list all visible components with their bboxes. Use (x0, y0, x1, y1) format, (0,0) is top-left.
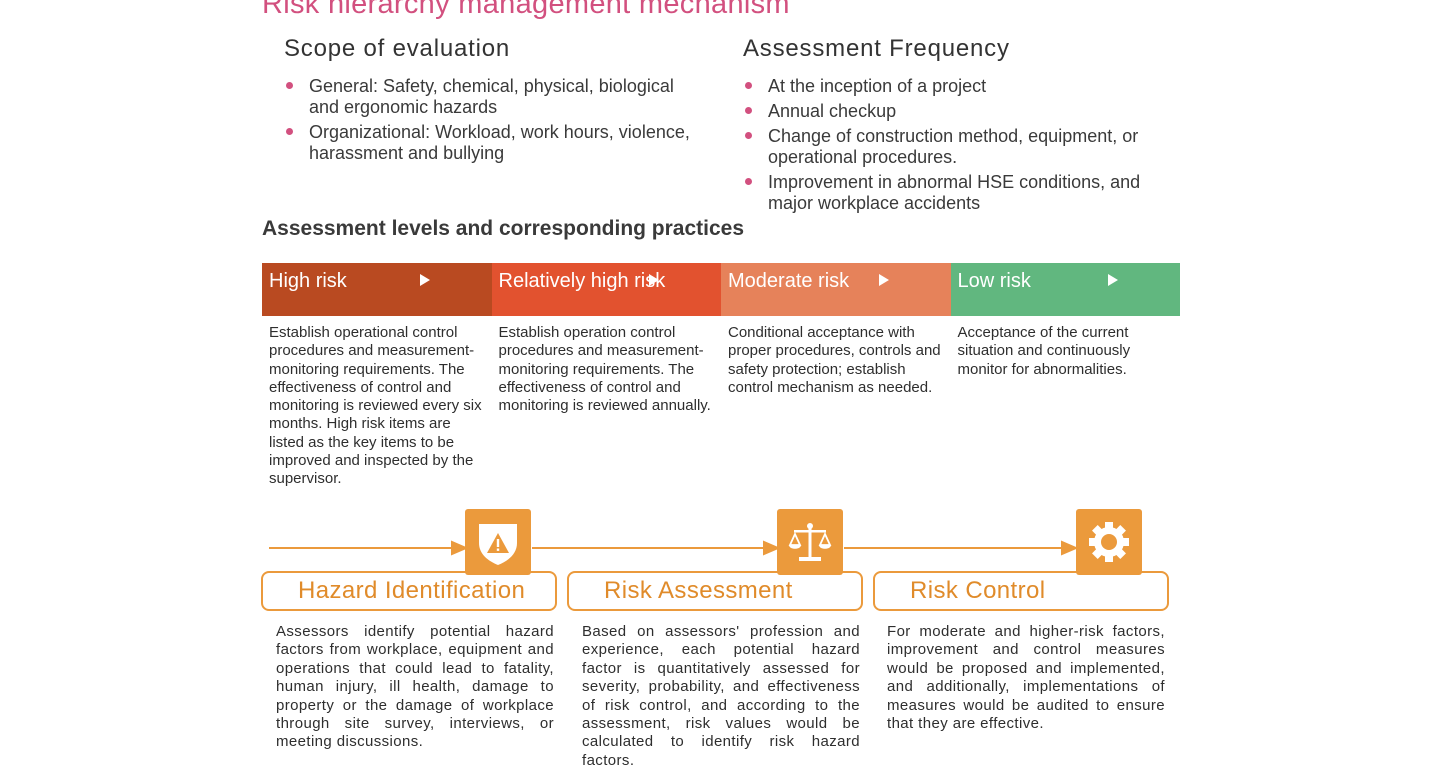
level-label: Low risk (957, 270, 1031, 292)
stage-hazard-identification: Hazard Identification (261, 571, 557, 611)
level-header: Moderate risk (721, 263, 951, 316)
triangle-right-icon (878, 274, 889, 286)
level-header: High risk (262, 263, 492, 316)
stage-label: Hazard Identification (298, 577, 526, 604)
scales-icon (777, 509, 843, 575)
scope-heading: Scope of evaluation (284, 35, 511, 62)
frequency-item: Improvement in abnormal HSE conditions, … (743, 172, 1163, 214)
stage-risk-assessment: Risk Assessment (567, 571, 863, 611)
levels-heading: Assessment levels and corresponding prac… (262, 217, 745, 240)
level-high-risk: High risk Establish operational control … (262, 263, 492, 489)
level-label: High risk (269, 270, 347, 292)
level-header: Low risk (950, 263, 1180, 316)
flow-arrowhead (1061, 540, 1079, 556)
level-description: Acceptance of the current situation and … (957, 324, 1131, 378)
stage-description: Assessors identify potential hazard fact… (276, 623, 554, 751)
frequency-item: Annual checkup (743, 101, 1163, 122)
level-label: Relatively high risk (498, 270, 666, 292)
stage-label: Risk Control (910, 577, 1046, 604)
shield-warning-icon (465, 509, 531, 575)
level-description: Establish operation control procedures a… (498, 324, 711, 415)
flow-arrowhead (763, 540, 781, 556)
gear-icon (1076, 509, 1142, 575)
level-relatively-high-risk: Relatively high risk Establish operation… (491, 263, 721, 415)
level-description: Establish operational control procedures… (269, 324, 482, 488)
level-header: Relatively high risk (491, 263, 721, 316)
triangle-right-icon (1108, 274, 1118, 286)
stage-description: For moderate and higher-risk factors, im… (887, 623, 1165, 733)
scope-list: General: Safety, chemical, physical, bio… (284, 76, 704, 164)
frequency-item: At the inception of a project (743, 76, 1163, 97)
triangle-right-icon (419, 274, 430, 286)
triangle-right-icon (649, 274, 659, 286)
page-title: Risk hierarchy management mechanism (262, 0, 790, 20)
frequency-item: Change of construction method, equipment… (743, 126, 1163, 168)
frequency-section: Assessment Frequency At the inception of… (743, 34, 1163, 218)
frequency-list: At the inception of a project Annual che… (743, 76, 1163, 214)
stage-risk-control: Risk Control (873, 571, 1169, 611)
level-moderate-risk: Moderate risk Conditional acceptance wit… (721, 263, 951, 397)
scope-section: Scope of evaluation General: Safety, che… (284, 34, 704, 168)
scope-item: Organizational: Workload, work hours, vi… (284, 122, 704, 164)
stage-label: Risk Assessment (604, 577, 793, 604)
level-label: Moderate risk (728, 270, 850, 292)
level-low-risk: Low risk Acceptance of the current situa… (950, 263, 1180, 379)
scope-item: General: Safety, chemical, physical, bio… (284, 76, 704, 118)
flow-arrowhead (451, 540, 469, 556)
stage-description: Based on assessors' profession and exper… (582, 623, 860, 769)
level-description: Conditional acceptance with proper proce… (728, 324, 941, 396)
frequency-heading: Assessment Frequency (743, 35, 1010, 62)
